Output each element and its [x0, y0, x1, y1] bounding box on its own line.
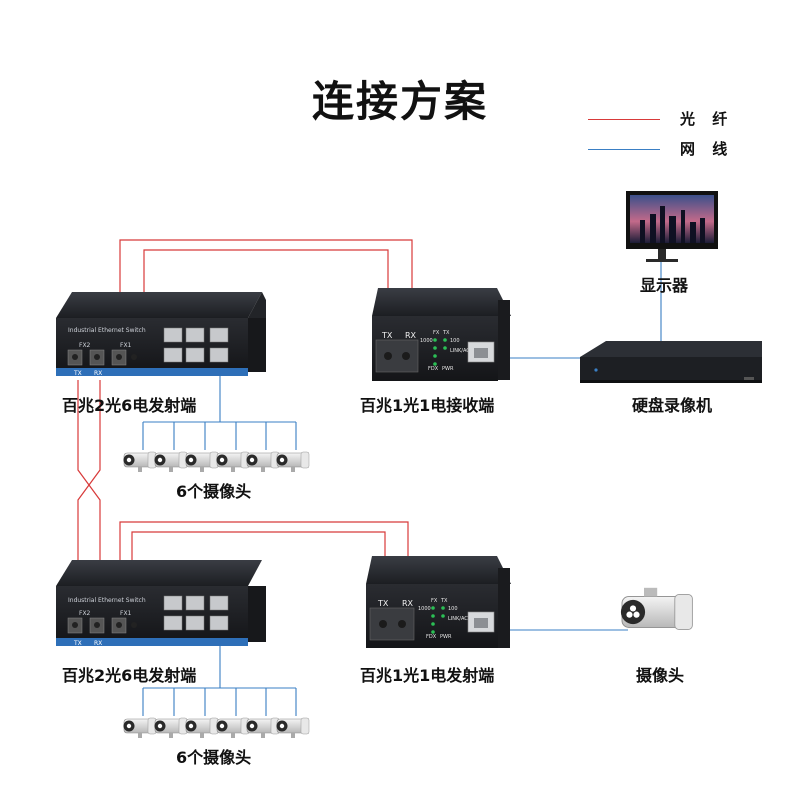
led-label: LINK/ACT: [448, 616, 472, 622]
led-label: PWR: [442, 366, 454, 372]
switch-top-label: 百兆2光6电发射端: [62, 396, 197, 415]
led-label: 1000: [420, 338, 433, 344]
nvr-label: 硬盘录像机: [632, 396, 713, 415]
legend-fiber-line: [588, 119, 660, 120]
led-label: FDX: [428, 366, 439, 372]
led-label: FDX: [426, 634, 437, 640]
led-label: PWR: [440, 634, 452, 640]
switch-brand-text: Industrial Ethernet Switch: [68, 597, 146, 604]
converter-icon: TX RX FX TX 1000 100 LINK/ACT FDX PWR: [372, 288, 511, 381]
page-title: 连接方案: [311, 77, 488, 126]
led-label: TX: [442, 330, 450, 336]
switch-fx2-label: FX2: [79, 610, 91, 617]
switch-fx1-label: FX1: [120, 610, 132, 617]
led-label: TX: [440, 598, 448, 604]
converter-bottom: TX RX FX TX 1000 100 LINK/ACT FDX PWR: [366, 556, 511, 648]
monitor-label: 显示器: [640, 276, 689, 295]
switch-fx1-label: FX1: [120, 342, 132, 349]
camera-icon: [123, 717, 157, 739]
switch-bottom-label: 百兆2光6电发射端: [62, 666, 197, 685]
camera-icon: [216, 451, 250, 473]
switch-rx-label: RX: [94, 370, 102, 377]
led-label: 1000: [418, 606, 431, 612]
led-label: 100: [450, 338, 460, 344]
legend-network-label: 网 线: [680, 140, 734, 158]
converter-rx-label: RX: [405, 331, 417, 340]
switch-icon: Industrial Ethernet Switch FX2 FX1 TX RX: [56, 292, 266, 377]
camera-group-top-label: 6个摄像头: [176, 482, 252, 501]
nvr-icon: [580, 341, 762, 383]
camera-icon: [154, 451, 188, 473]
converter-rx-label: RX: [402, 599, 414, 608]
switch-fx2-label: FX2: [79, 342, 91, 349]
camera-icon: [276, 451, 310, 473]
legend: 光 纤 网 线: [588, 108, 788, 168]
camera-icon: [620, 587, 693, 631]
converter-top: TX RX FX TX 1000 100 LINK/ACT FDX PWR: [372, 288, 511, 381]
camera-single: [620, 587, 693, 631]
led-label: 100: [448, 606, 458, 612]
camera-icon: [246, 717, 280, 739]
switch-top: Industrial Ethernet Switch FX2 FX1 TX RX: [56, 292, 266, 377]
nvr: [580, 341, 762, 383]
network-lines: [142, 262, 662, 716]
monitor: [626, 191, 718, 262]
camera-icon: [276, 717, 310, 739]
camera-icon: [185, 451, 219, 473]
camera-single-label: 摄像头: [636, 666, 685, 685]
legend-network-line: [588, 149, 660, 150]
camera-icon: [246, 451, 280, 473]
converter-bottom-label: 百兆1光1电发射端: [360, 666, 495, 685]
switch-tx-label: TX: [73, 370, 82, 377]
switch-rx-label: RX: [94, 640, 102, 647]
camera-group-bottom-label: 6个摄像头: [176, 748, 252, 767]
led-label: FX: [433, 330, 440, 336]
converter-top-label: 百兆1光1电接收端: [360, 396, 495, 415]
led-label: LINK/ACT: [450, 348, 474, 354]
converter-icon: TX RX FX TX 1000 100 LINK/ACT FDX PWR: [366, 556, 511, 648]
monitor-icon: [626, 191, 718, 262]
camera-group-top: [123, 451, 310, 473]
switch-brand-text: Industrial Ethernet Switch: [68, 327, 146, 334]
legend-fiber-label: 光 纤: [680, 110, 734, 128]
switch-icon: Industrial Ethernet Switch FX2 FX1 TX RX: [56, 560, 266, 647]
converter-tx-label: TX: [377, 599, 389, 608]
converter-tx-label: TX: [381, 331, 393, 340]
camera-icon: [185, 717, 219, 739]
camera-icon: [123, 451, 157, 473]
camera-icon: [154, 717, 188, 739]
switch-tx-label: TX: [73, 640, 82, 647]
led-label: FX: [431, 598, 438, 604]
camera-icon: [216, 717, 250, 739]
fiber-line: [77, 380, 101, 610]
camera-group-bottom: [123, 717, 310, 739]
switch-bottom: Industrial Ethernet Switch FX2 FX1 TX RX: [56, 560, 266, 647]
